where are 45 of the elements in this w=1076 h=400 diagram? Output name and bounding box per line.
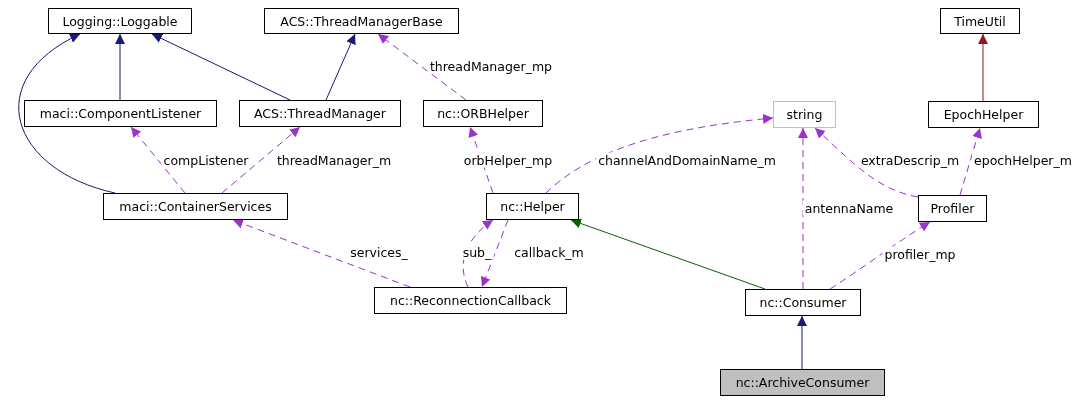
class-box: Logging::Loggable (48, 8, 192, 34)
arrow (151, 33, 291, 101)
edge-label: threadManager_m (274, 152, 394, 168)
edge-label: epochHelper_m (972, 152, 1074, 168)
arrow (798, 127, 808, 290)
edge-label: antennaName (802, 200, 896, 216)
arrow (18, 33, 116, 194)
arrow (829, 221, 931, 290)
arrow (130, 126, 186, 194)
arrow (115, 33, 125, 101)
class-box: nc::ArchiveConsumer (720, 369, 885, 396)
class-box: ACS::ThreadManagerBase (264, 8, 459, 34)
arrow (814, 127, 919, 198)
edge-label: sub_ (460, 244, 494, 260)
arrow (978, 33, 988, 102)
class-box: nc::ReconnectionCallback (374, 287, 567, 314)
edge-label: channelAndDomainName_m (596, 152, 778, 168)
edge-label: profiler_mp (882, 246, 958, 262)
class-box: ACS::ThreadManager (239, 100, 401, 127)
arrow (468, 126, 494, 194)
arrow (221, 126, 301, 194)
arrow (325, 33, 356, 101)
class-box: maci::ContainerServices (103, 193, 288, 220)
arrow (462, 219, 494, 288)
edge-label: callback_m (512, 244, 586, 260)
arrow (377, 33, 467, 101)
class-box: EpochHelper (928, 101, 1039, 128)
class-box: maci::ComponentListener (24, 100, 217, 127)
edge-label: threadManager_mp (427, 58, 555, 74)
class-box: string (773, 101, 836, 128)
edge-label: compListener (161, 152, 251, 168)
edge-label: extraDescrip_m (858, 152, 962, 168)
edge-label: services_ (348, 244, 410, 260)
arrow (570, 218, 766, 290)
arrow (232, 218, 411, 288)
class-box: Profiler (918, 195, 987, 222)
arrow (545, 114, 774, 194)
edge-label: orbHelper_mp (461, 152, 555, 168)
class-box: nc::Consumer (745, 289, 861, 316)
class-box: nc::Helper (486, 193, 579, 220)
class-box: TimeUtil (940, 8, 1020, 34)
class-box: nc::ORBHelper (423, 100, 543, 127)
arrow (959, 127, 982, 196)
arrow (480, 219, 509, 288)
arrow (797, 315, 807, 370)
